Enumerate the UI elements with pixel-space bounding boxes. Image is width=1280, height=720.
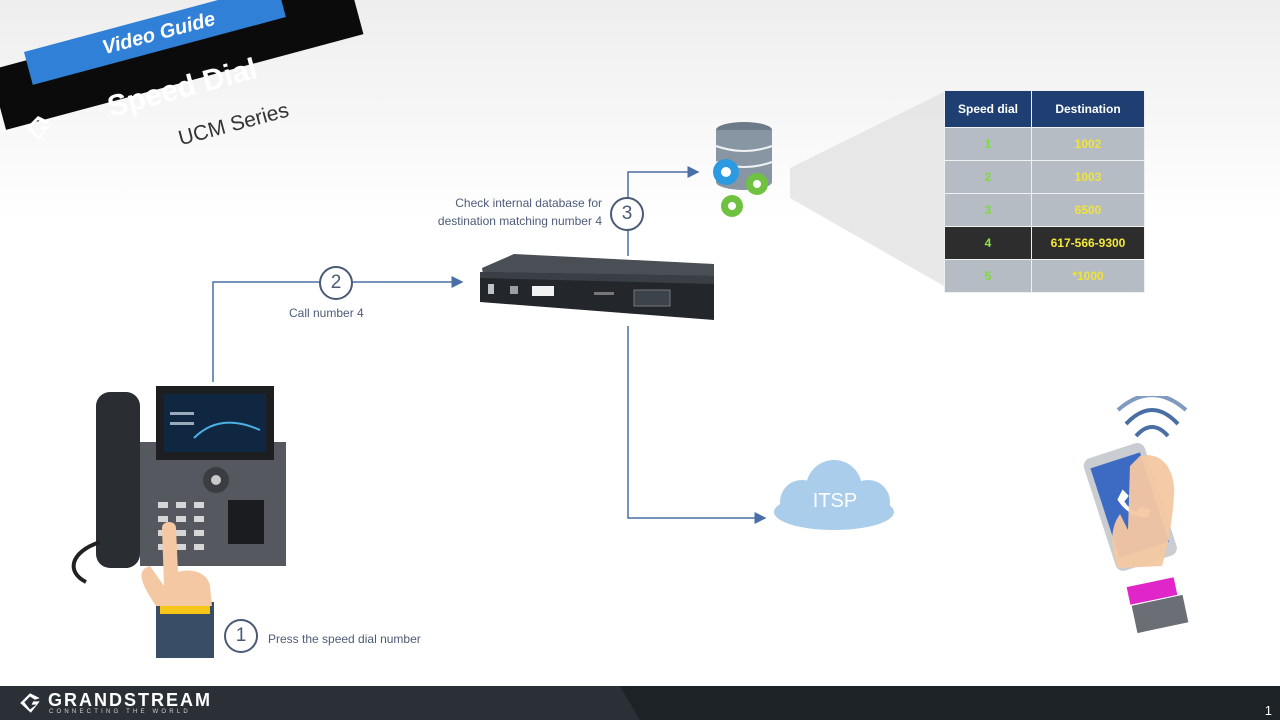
arrow-phone-to-ucm xyxy=(212,276,464,382)
step-1-caption: Press the speed dial number xyxy=(268,632,421,646)
table-row-highlighted: 4 617-566-9300 xyxy=(944,226,1145,260)
table-row: 1 1002 xyxy=(944,127,1145,161)
database-projection-beam xyxy=(790,92,944,286)
footer-brand-tab xyxy=(0,686,640,720)
speed-dial-cell: 2 xyxy=(944,160,1032,194)
table-header-destination: Destination xyxy=(1031,90,1145,128)
mobile-phone-illustration xyxy=(1083,396,1189,634)
step-3-caption-line1: Check internal database for xyxy=(455,196,602,210)
destination-cell: *1000 xyxy=(1031,259,1145,293)
step-3-caption-line2: destination matching number 4 xyxy=(437,214,602,228)
grandstream-footer-logo-icon xyxy=(20,693,40,713)
table-row: 2 1003 xyxy=(944,160,1145,194)
title-banner: Video Guide Speed Dial UCM Series xyxy=(0,0,380,190)
step-3-marker: 3 xyxy=(610,197,644,231)
itsp-cloud-icon xyxy=(774,460,894,530)
speed-dial-cell: 4 xyxy=(944,226,1032,260)
ucm-appliance xyxy=(480,254,714,320)
itsp-label: ITSP xyxy=(812,490,858,512)
database-icon xyxy=(713,122,773,217)
speed-dial-table: Speed dial Destination 1 1002 2 1003 3 6… xyxy=(944,90,1145,293)
speed-dial-cell: 1 xyxy=(944,127,1032,161)
destination-cell: 6500 xyxy=(1031,193,1145,227)
table-row: 3 6500 xyxy=(944,193,1145,227)
table-header-speed-dial: Speed dial xyxy=(944,90,1032,128)
speed-dial-cell: 3 xyxy=(944,193,1032,227)
speed-dial-cell: 5 xyxy=(944,259,1032,293)
arrow-ucm-to-itsp xyxy=(627,326,767,524)
footer-tagline: CONNECTING THE WORLD xyxy=(49,709,191,715)
step-1-marker: 1 xyxy=(224,619,258,653)
destination-cell: 1003 xyxy=(1031,160,1145,194)
step-2-caption: Call number 4 xyxy=(289,306,364,320)
page-number: 1 xyxy=(1264,703,1272,718)
grandstream-logo-icon xyxy=(26,116,50,140)
ip-phone-illustration xyxy=(71,386,286,658)
footer-brand-name: GRANDSTREAM xyxy=(48,690,212,710)
table-row: 5 *1000 xyxy=(944,259,1145,293)
destination-cell: 1002 xyxy=(1031,127,1145,161)
destination-cell: 617-566-9300 xyxy=(1031,226,1145,260)
step-2-marker: 2 xyxy=(319,266,353,300)
